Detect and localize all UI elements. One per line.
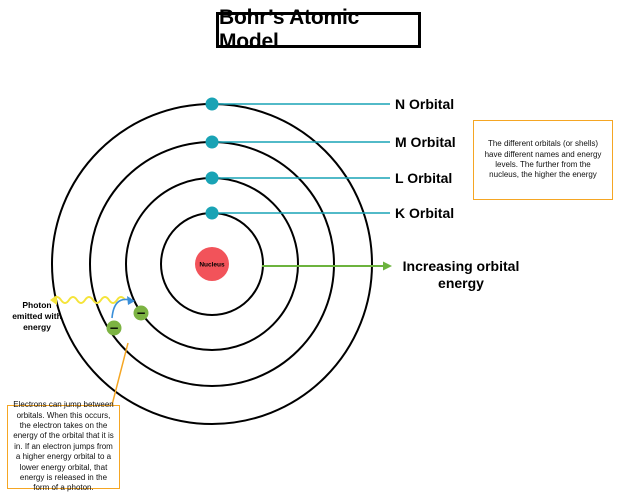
photon-label: Photon emitted with energy <box>12 300 62 332</box>
jumping-electron-outer-sign: − <box>109 321 119 335</box>
orbitals-note: The different orbitals (or shells) have … <box>473 120 613 200</box>
energy-arrowhead-icon <box>383 261 392 271</box>
orbital-label-n: N Orbital <box>395 96 455 112</box>
photon-wave-icon <box>52 296 126 304</box>
diagram-title: Bohr’s Atomic Model <box>216 6 421 53</box>
electron-n <box>205 97 219 111</box>
jump-note-connector <box>111 342 129 406</box>
orbitals-note-text: The different orbitals (or shells) have … <box>484 139 602 180</box>
electron-m <box>205 135 219 149</box>
jump-arrowhead-icon <box>127 296 135 305</box>
jumping-electron-inner-sign: − <box>136 306 146 320</box>
electron-l <box>205 171 219 185</box>
jumping-electron-inner <box>133 305 149 321</box>
energy-label: Increasing orbital energy <box>402 258 520 291</box>
jumping-electron-outer <box>106 320 122 336</box>
electron-jump-note: Electrons can jump between orbitals. Whe… <box>7 400 120 492</box>
nucleus <box>195 247 229 281</box>
photon-arrowhead-icon <box>50 295 57 305</box>
orbital-label-l: L Orbital <box>395 170 453 186</box>
orbital-label-m: M Orbital <box>395 134 456 150</box>
electron-k <box>205 206 219 220</box>
nucleus-label: Nucleus <box>199 262 225 269</box>
orbital-label-k: K Orbital <box>395 205 455 221</box>
electron-jump-note-text: Electrons can jump between orbitals. Whe… <box>13 400 114 493</box>
